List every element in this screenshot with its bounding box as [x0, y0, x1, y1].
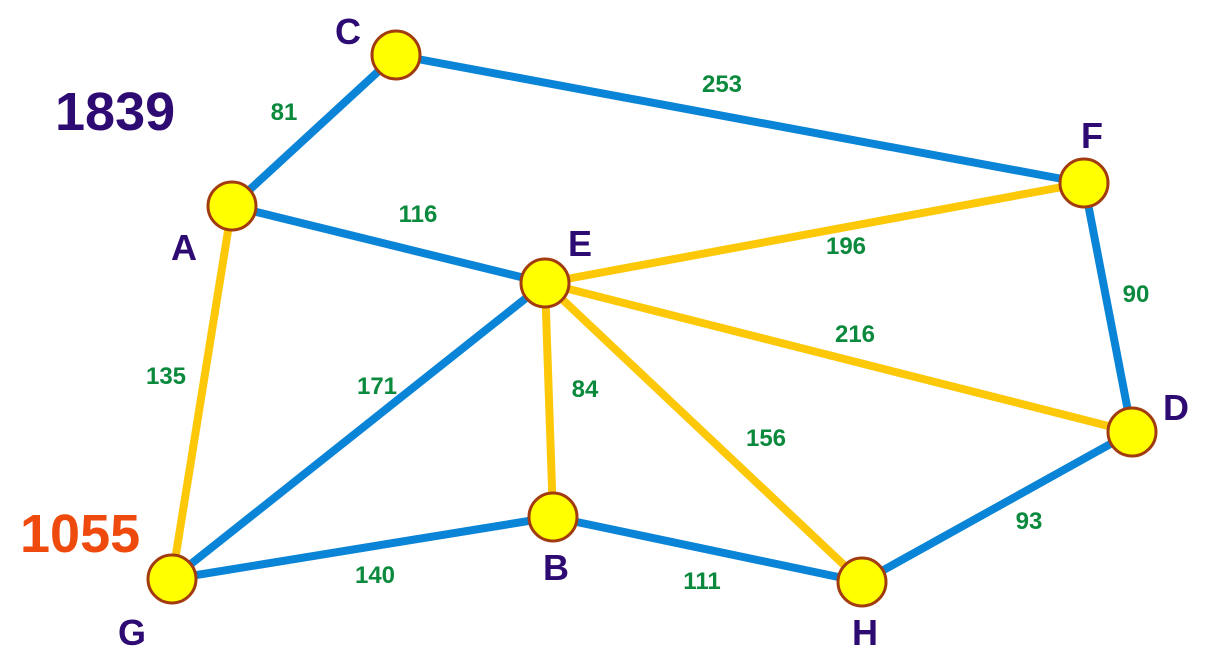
node-label-b: B: [543, 547, 569, 588]
edge-weight-f-d: 90: [1123, 281, 1150, 308]
node-b: [527, 491, 579, 543]
edge-h-d: [858, 428, 1136, 586]
node-label-f: F: [1081, 115, 1103, 156]
node-d: [1106, 406, 1158, 458]
edge-weight-e-b: 84: [572, 376, 599, 403]
node-f: [1058, 157, 1110, 209]
edge-weight-a-c: 81: [271, 99, 298, 126]
node-h: [836, 556, 888, 608]
edge-e-d: [541, 279, 1136, 436]
edge-weight-h-d: 93: [1016, 508, 1043, 535]
edge-f-d: [1080, 179, 1136, 436]
edge-g-b: [168, 513, 557, 583]
edge-b-h: [549, 513, 866, 586]
edge-a-e: [228, 202, 549, 287]
node-c: [370, 29, 422, 81]
node-label-g: G: [118, 612, 146, 653]
edge-weight-a-e: 116: [399, 201, 438, 228]
edge-weight-e-f: 196: [826, 233, 866, 260]
edge-e-f: [541, 179, 1088, 287]
edge-e-h: [541, 279, 866, 586]
node-label-c: C: [335, 11, 361, 52]
edges-layer: [168, 51, 1136, 586]
edge-weight-a-g: 135: [146, 363, 186, 390]
node-label-d: D: [1163, 387, 1189, 428]
edge-weight-e-d: 216: [835, 321, 875, 348]
edge-e-b: [541, 279, 557, 521]
total-primary: 1839: [55, 82, 175, 142]
node-labels-layer: C A E F D B H G: [118, 11, 1189, 653]
edge-weights-layer: 81 253 116 196 90 135 171 84 156 216 140 111 93: [146, 71, 1149, 595]
edge-c-f: [392, 51, 1088, 187]
node-g: [146, 553, 198, 605]
node-label-a: A: [171, 227, 197, 268]
edge-a-g: [168, 202, 236, 583]
node-a: [206, 180, 258, 232]
node-label-e: E: [568, 223, 592, 264]
edge-weight-g-b: 140: [355, 562, 395, 589]
node-label-h: H: [852, 612, 878, 653]
node-e: [519, 257, 571, 309]
edge-weight-e-g: 171: [357, 373, 397, 400]
edge-e-g: [168, 279, 549, 583]
edge-weight-b-h: 111: [683, 568, 720, 595]
nodes-layer: [146, 29, 1158, 608]
edge-weight-c-f: 253: [702, 71, 742, 98]
edge-a-c: [228, 51, 400, 210]
edge-weight-e-h: 156: [746, 425, 786, 452]
total-secondary: 1055: [20, 504, 140, 564]
